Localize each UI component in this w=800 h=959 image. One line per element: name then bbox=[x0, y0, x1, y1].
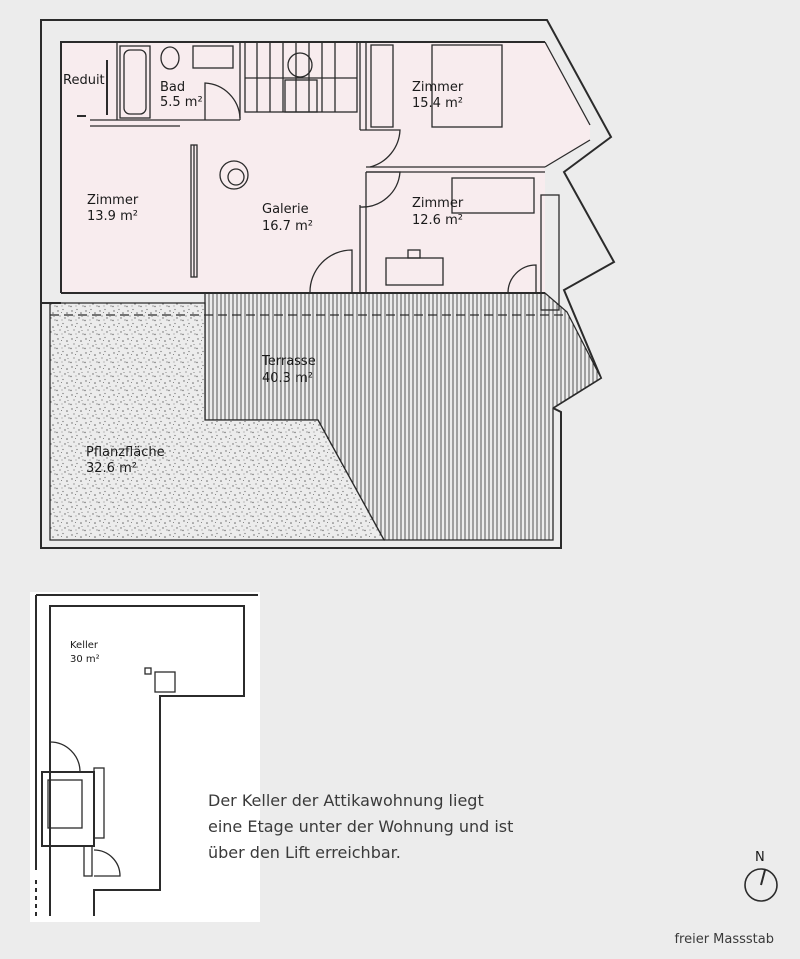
area-zimmer-e: 12.6 m² bbox=[412, 213, 463, 228]
bath-fixtures bbox=[119, 45, 234, 119]
area-galerie: 16.7 m² bbox=[262, 219, 313, 234]
attic-floor: Reduit Bad 5.5 m² Zimmer 13.9 m² Galerie… bbox=[40, 19, 616, 549]
bed bbox=[431, 44, 503, 128]
label-zimmer-nw: Zimmer bbox=[87, 193, 139, 208]
area-zimmer-nw: 13.9 m² bbox=[87, 209, 138, 224]
label-zimmer-ne: Zimmer bbox=[412, 80, 464, 95]
label-bad: Bad bbox=[160, 80, 185, 95]
desk bbox=[451, 177, 535, 214]
label-zimmer-e: Zimmer bbox=[412, 196, 464, 211]
chair bbox=[219, 160, 249, 190]
label-pflanzflaeche: Pflanzfläche bbox=[86, 445, 165, 460]
cellar-background bbox=[30, 592, 260, 922]
wardrobe-ne bbox=[370, 44, 394, 128]
inner-walls bbox=[41, 41, 591, 311]
staircase bbox=[244, 41, 358, 113]
area-keller: 30 m² bbox=[70, 654, 100, 665]
area-pflanzflaeche: 32.6 m² bbox=[86, 461, 137, 476]
interior-area bbox=[61, 42, 590, 293]
area-terrasse: 40.3 m² bbox=[262, 371, 313, 386]
planting-area bbox=[49, 302, 386, 541]
label-reduit: Reduit bbox=[63, 73, 105, 88]
north-label: N bbox=[755, 850, 765, 865]
note-line-2: eine Etage unter der Wohnung und ist bbox=[208, 817, 514, 836]
label-galerie: Galerie bbox=[262, 202, 309, 217]
cellar-floor: Keller 30 m² bbox=[30, 592, 260, 922]
scale-note: freier Massstab bbox=[674, 932, 774, 947]
north-arrow: N bbox=[744, 850, 778, 902]
area-zimmer-ne: 15.4 m² bbox=[412, 96, 463, 111]
note-line-3: über den Lift erreichbar. bbox=[208, 843, 401, 862]
outer-wall bbox=[40, 19, 616, 549]
area-bad: 5.5 m² bbox=[160, 95, 203, 110]
cellar-inner-wall bbox=[49, 605, 245, 916]
note-line-1: Der Keller der Attikawohnung liegt bbox=[208, 791, 484, 810]
label-keller: Keller bbox=[70, 640, 99, 651]
label-terrasse: Terrasse bbox=[261, 354, 316, 369]
doors bbox=[204, 82, 537, 294]
cellar-note: Der Keller der Attikawohnung liegt eine … bbox=[208, 788, 588, 866]
